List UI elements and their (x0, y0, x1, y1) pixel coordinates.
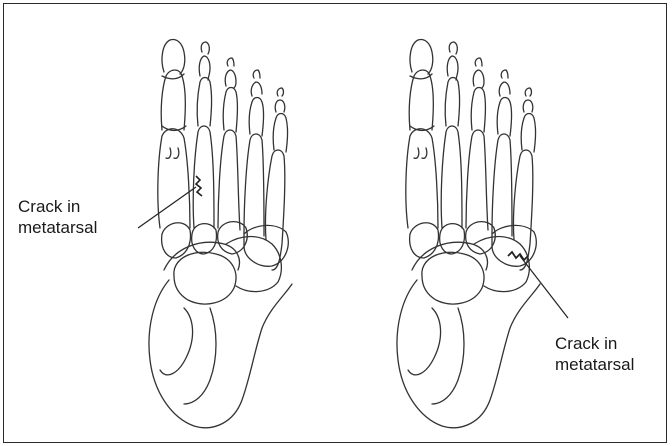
right-foot (397, 40, 540, 428)
left-crack-mark (196, 176, 202, 196)
left-crack-label-line2: metatarsal (18, 217, 97, 238)
right-crack-label-line1: Crack in (555, 333, 634, 354)
left-crack-label-line1: Crack in (18, 196, 97, 217)
right-crack-mark (508, 252, 528, 260)
right-crack-label-line2: metatarsal (555, 354, 634, 375)
left-crack-label: Crack in metatarsal (18, 196, 97, 238)
left-leader-line (138, 187, 196, 228)
right-leader-line (520, 256, 568, 318)
left-foot (149, 40, 292, 428)
right-crack-label: Crack in metatarsal (555, 333, 634, 375)
